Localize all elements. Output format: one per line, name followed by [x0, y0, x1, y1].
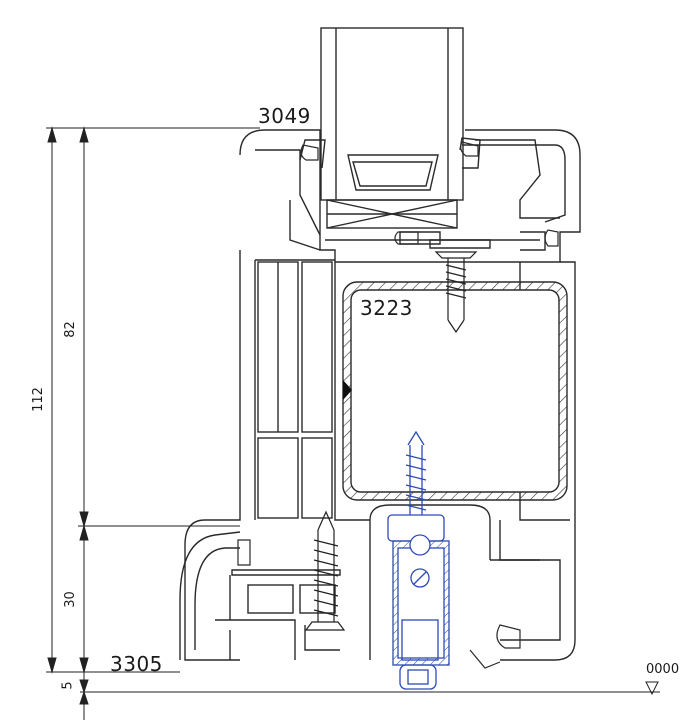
dimension-upper: 82 [62, 321, 78, 338]
sill-profile [179, 531, 341, 660]
gasket-seals [237, 141, 559, 669]
dimension-lines [46, 126, 660, 720]
frame-anchor [387, 430, 450, 690]
steel-reinforcement [342, 281, 568, 501]
sash-profile [239, 129, 581, 263]
dimension-lower: 30 [62, 591, 78, 608]
dimension-bottom: 5 [60, 681, 76, 690]
label-sill-profile: 3305 [110, 652, 163, 676]
top-screw [434, 251, 478, 334]
dimension-total: 112 [30, 387, 46, 412]
glass-unit [320, 27, 464, 229]
level-marker: 0000 [646, 662, 680, 677]
frame-profile [184, 250, 576, 661]
label-reinforcement: 3223 [360, 296, 413, 320]
sill-screw [304, 510, 346, 631]
label-top-profile: 3049 [258, 104, 311, 128]
